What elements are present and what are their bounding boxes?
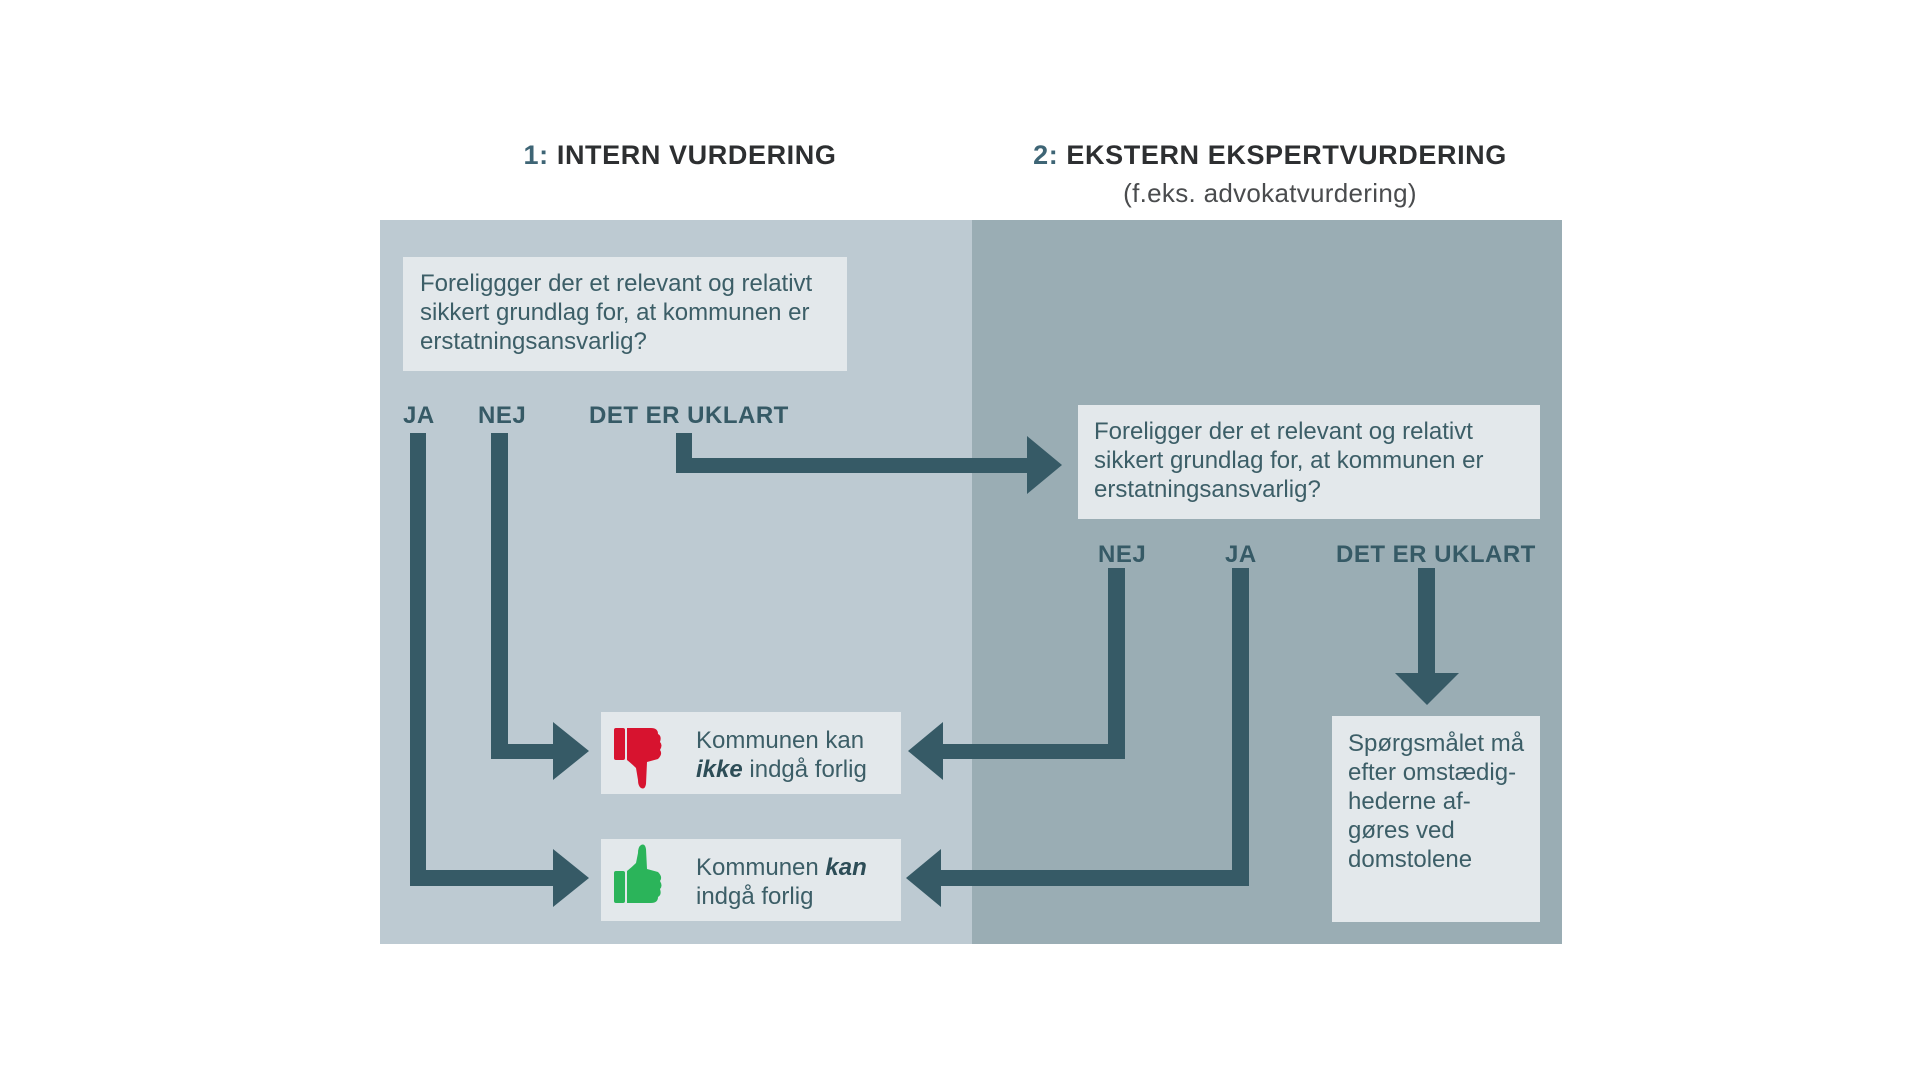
option-ja-ekstern: JA — [1225, 541, 1257, 568]
outcome-text-suffix: indgå forlig — [696, 883, 814, 910]
outcome-cannot-settle: Kommunen kan ikke indgå forlig — [601, 712, 901, 794]
heading-number: 2: — [1033, 140, 1059, 170]
option-ja-intern: JA — [403, 402, 435, 429]
heading-intern-vurdering: 1: INTERN VURDERING — [480, 140, 880, 171]
arrow-uklart-ext-to-court — [1395, 568, 1459, 705]
thumbs-up-icon — [614, 844, 662, 903]
arrow-nej-ext-to-cannot-settle — [908, 568, 1125, 780]
outcome-emphasis: ikke — [696, 756, 743, 783]
question-box-ekstern: Foreligger der et relevant og relativt s… — [1078, 405, 1540, 519]
heading-subtitle: (f.eks. advokatvurdering) — [1123, 178, 1417, 208]
arrow-nej-to-cannot-settle — [491, 433, 589, 780]
outcome-text-prefix: Kommunen kan — [696, 727, 865, 754]
court-decision-text: Spørgsmålet må efter omstædig-hederne af… — [1348, 730, 1525, 873]
option-uklart-ekstern: DET ER UKLART — [1336, 541, 1536, 568]
question-text: Foreligger der et relevant og relativt s… — [1094, 418, 1484, 503]
heading-title: EKSTERN EKSPERTVURDERING — [1058, 140, 1507, 170]
question-text: Foreliggger der et relevant og relativt … — [420, 270, 813, 355]
heading-number: 1: — [523, 140, 549, 170]
option-uklart-intern: DET ER UKLART — [589, 402, 789, 429]
outcome-text-suffix: indgå forlig — [742, 756, 867, 783]
court-decision-box: Spørgsmålet må efter omstædig-hederne af… — [1332, 716, 1540, 922]
option-nej-intern: NEJ — [478, 402, 527, 429]
heading-title: INTERN VURDERING — [548, 140, 837, 170]
thumbs-down-icon — [614, 728, 662, 789]
question-box-intern: Foreliggger der et relevant og relativt … — [403, 257, 847, 371]
arrow-uklart-to-external — [676, 433, 1062, 494]
heading-ekstern-ekspertvurdering: 2: EKSTERN EKSPERTVURDERING — [1010, 140, 1530, 171]
outcome-emphasis: kan — [825, 854, 867, 881]
outcome-text-prefix: Kommunen — [696, 854, 826, 881]
option-nej-ekstern: NEJ — [1098, 541, 1147, 568]
arrow-ja-ext-to-can-settle — [906, 568, 1249, 907]
